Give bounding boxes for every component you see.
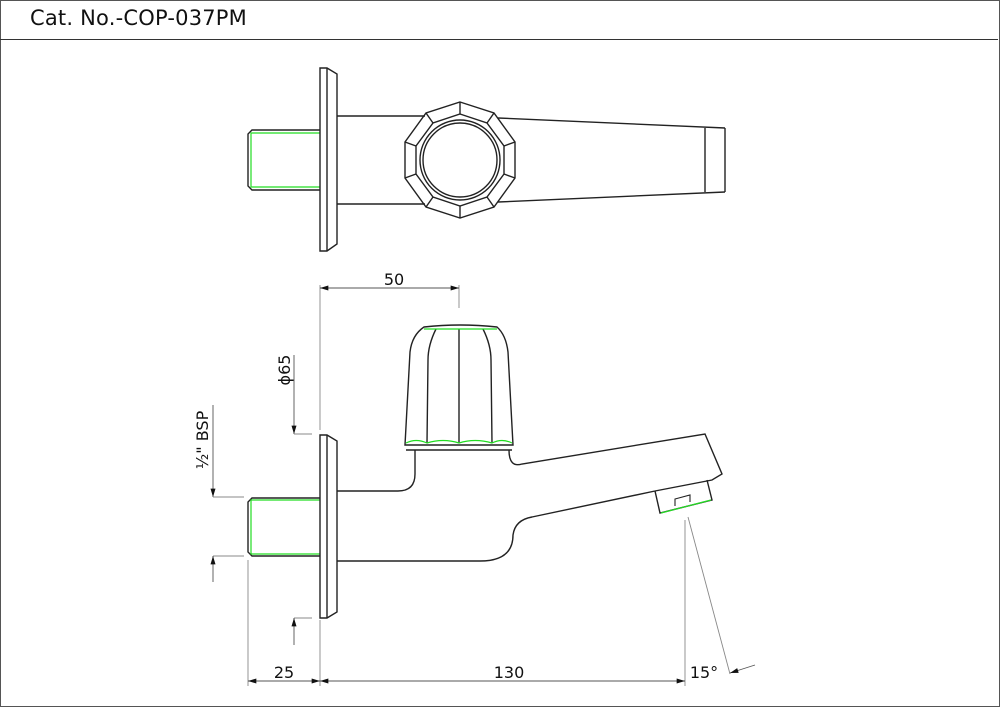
dim-spout-length: 130 <box>494 663 525 682</box>
top-flange <box>319 67 338 252</box>
top-view <box>247 67 726 252</box>
dim-thread-size: ½" BSP <box>193 410 212 469</box>
top-thread-stub <box>247 129 320 191</box>
title-bar: Cat. No.-COP-037PM <box>0 0 998 40</box>
catalog-number-title: Cat. No.-COP-037PM <box>30 6 247 30</box>
dim-handle-offset: 50 <box>384 270 404 289</box>
dim-thread-length: 25 <box>274 663 294 682</box>
dim-flange-diameter: ϕ65 <box>275 355 294 386</box>
side-view <box>247 324 723 619</box>
side-thread-stub <box>247 497 320 557</box>
side-flange <box>319 434 338 619</box>
fluted-knob <box>404 324 514 451</box>
decagon-handle-top <box>404 101 516 219</box>
dim-spout-angle: 15° <box>690 663 718 682</box>
dimensions <box>210 285 756 686</box>
